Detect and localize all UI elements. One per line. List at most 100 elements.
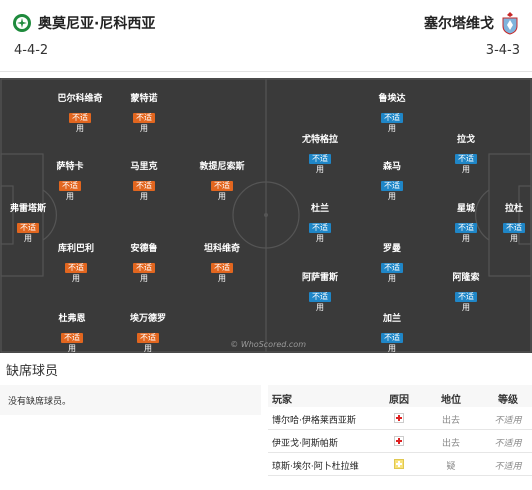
player-name: 星城: [456, 204, 475, 214]
player-card[interactable]: 坦科维奇 不适 用: [192, 244, 252, 284]
player-card[interactable]: 加兰 不适 用: [362, 314, 422, 353]
player-name: 马里克: [130, 162, 158, 172]
reason-cell: [386, 436, 412, 449]
column-header-reason[interactable]: 原因: [389, 395, 409, 406]
table-row[interactable]: 伊亚戈·阿斯帕斯 出去 不适用: [268, 430, 532, 453]
player-name: 罗曼: [382, 244, 401, 254]
player-name: 阿隆索: [452, 273, 480, 283]
watermark: © WhoScored.com: [230, 340, 306, 349]
table-row[interactable]: 琼斯·埃尔·阿卜杜拉维 疑 不适用: [268, 453, 532, 476]
away-team-name[interactable]: 塞尔塔维戈: [424, 16, 494, 32]
player-card[interactable]: 巴尔科维奇 不适 用: [50, 94, 110, 134]
player-rating-text: 用: [24, 234, 32, 243]
player-rating-badge: 不适: [211, 181, 233, 191]
player-rating-badge: 不适: [381, 263, 403, 273]
missing-status: 出去: [441, 416, 460, 426]
player-rating-text: 用: [316, 234, 324, 243]
player-rating-text: 用: [462, 165, 470, 174]
player-card[interactable]: 森马 不适 用: [362, 162, 422, 202]
player-rating-badge: 不适: [381, 113, 403, 123]
missing-player-name[interactable]: 琼斯·埃尔·阿卜杜拉维: [272, 462, 359, 472]
player-card[interactable]: 罗曼 不适 用: [362, 244, 422, 284]
player-card[interactable]: 鲁埃达 不适 用: [362, 94, 422, 134]
player-name: 埃万德罗: [129, 314, 166, 324]
player-rating-text: 用: [66, 192, 74, 201]
player-rating-text: 用: [462, 234, 470, 243]
player-rating-badge: 不适: [17, 223, 39, 233]
player-rating-text: 用: [140, 124, 148, 133]
table-row[interactable]: 博尔哈·伊格莱西亚斯 出去 不适用: [268, 407, 532, 430]
table-header: 玩家 原因 地位 等级: [268, 385, 532, 407]
player-rating-text: 用: [316, 165, 324, 174]
player-card[interactable]: 杜弗恩 不适 用: [42, 314, 102, 353]
player-rating-text: 用: [140, 192, 148, 201]
player-name: 拉杜: [504, 204, 523, 214]
player-name: 阿萨雷斯: [301, 273, 338, 283]
away-formation: 3-4-3: [485, 43, 520, 58]
player-name: 坦科维奇: [203, 244, 240, 254]
player-card[interactable]: 杜兰 不适 用: [290, 204, 350, 244]
player-rating-badge: 不适: [309, 223, 331, 233]
missing-status: 出去: [441, 439, 460, 449]
missing-players-title: 缺席球员: [6, 364, 59, 379]
player-rating-text: 用: [462, 303, 470, 312]
player-rating-badge: 不适: [69, 113, 91, 123]
missing-player-name[interactable]: 伊亚戈·阿斯帕斯: [272, 439, 338, 449]
player-card[interactable]: 星城 不适 用: [436, 204, 496, 244]
player-card[interactable]: 埃万德罗 不适 用: [118, 314, 178, 353]
player-card[interactable]: 安德鲁 不适 用: [114, 244, 174, 284]
player-name: 萨特卡: [56, 162, 84, 172]
player-card[interactable]: 拉杜 不适 用: [484, 204, 532, 244]
player-name: 弗雷塔斯: [9, 204, 46, 214]
player-name: 森马: [382, 162, 401, 172]
player-rating-text: 用: [388, 344, 396, 353]
missing-rating: 不适用: [494, 439, 522, 449]
player-card[interactable]: 拉戈 不适 用: [436, 135, 496, 175]
home-crest-icon: [13, 14, 31, 32]
player-name: 鲁埃达: [378, 94, 406, 104]
player-card[interactable]: 萨特卡 不适 用: [40, 162, 100, 202]
player-name: 拉戈: [456, 135, 475, 145]
away-team[interactable]: 塞尔塔维戈: [424, 11, 520, 35]
away-missing-table: 玩家 原因 地位 等级 博尔哈·伊格莱西亚斯 出去 不适用 伊亚戈·阿斯帕斯 出…: [268, 385, 532, 476]
away-crest-icon: [502, 12, 518, 35]
player-card[interactable]: 弗雷塔斯 不适 用: [0, 204, 58, 244]
home-team-name[interactable]: 奥莫尼亚·尼科西亚: [38, 16, 156, 32]
player-rating-text: 用: [510, 234, 518, 243]
player-card[interactable]: 阿隆索 不适 用: [436, 273, 496, 313]
player-rating-badge: 不适: [455, 154, 477, 164]
player-card[interactable]: 蒙特诺 不适 用: [114, 94, 174, 134]
player-rating-text: 用: [76, 124, 84, 133]
player-rating-badge: 不适: [61, 333, 83, 343]
player-rating-text: 用: [388, 124, 396, 133]
missing-player-name[interactable]: 博尔哈·伊格莱西亚斯: [272, 416, 356, 426]
injury-icon: [394, 413, 404, 423]
player-card[interactable]: 马里克 不适 用: [114, 162, 174, 202]
home-formation: 4-4-2: [14, 43, 49, 58]
player-card[interactable]: 阿萨雷斯 不适 用: [290, 273, 350, 313]
player-rating-badge: 不适: [133, 263, 155, 273]
player-rating-text: 用: [68, 344, 76, 353]
player-name: 巴尔科维奇: [57, 94, 103, 104]
injury-icon: [394, 436, 404, 446]
home-missing-panel: 没有缺席球员。: [0, 385, 261, 415]
player-card[interactable]: 库利巴利 不适 用: [46, 244, 106, 284]
column-header-player[interactable]: 玩家: [272, 395, 292, 406]
home-team[interactable]: 奥莫尼亚·尼科西亚: [12, 11, 155, 35]
player-rating-badge: 不适: [309, 154, 331, 164]
pitch-lines: [0, 78, 532, 353]
player-rating-text: 用: [72, 274, 80, 283]
player-card[interactable]: 敦提尼索斯 不适 用: [192, 162, 252, 202]
player-rating-badge: 不适: [503, 223, 525, 233]
column-header-status[interactable]: 地位: [441, 395, 461, 406]
missing-rating: 不适用: [494, 462, 522, 472]
column-header-rating[interactable]: 等级: [498, 395, 518, 406]
missing-rating: 不适用: [494, 416, 522, 426]
player-rating-badge: 不适: [133, 113, 155, 123]
player-card[interactable]: 尤特格拉 不适 用: [290, 135, 350, 175]
match-header: 奥莫尼亚·尼科西亚 塞尔塔维戈 4-4-2 3-4-3: [0, 0, 532, 72]
player-name: 尤特格拉: [301, 135, 338, 145]
player-name: 杜弗恩: [58, 314, 86, 324]
player-name: 蒙特诺: [130, 94, 158, 104]
no-missing-text: 没有缺席球员。: [8, 397, 72, 407]
